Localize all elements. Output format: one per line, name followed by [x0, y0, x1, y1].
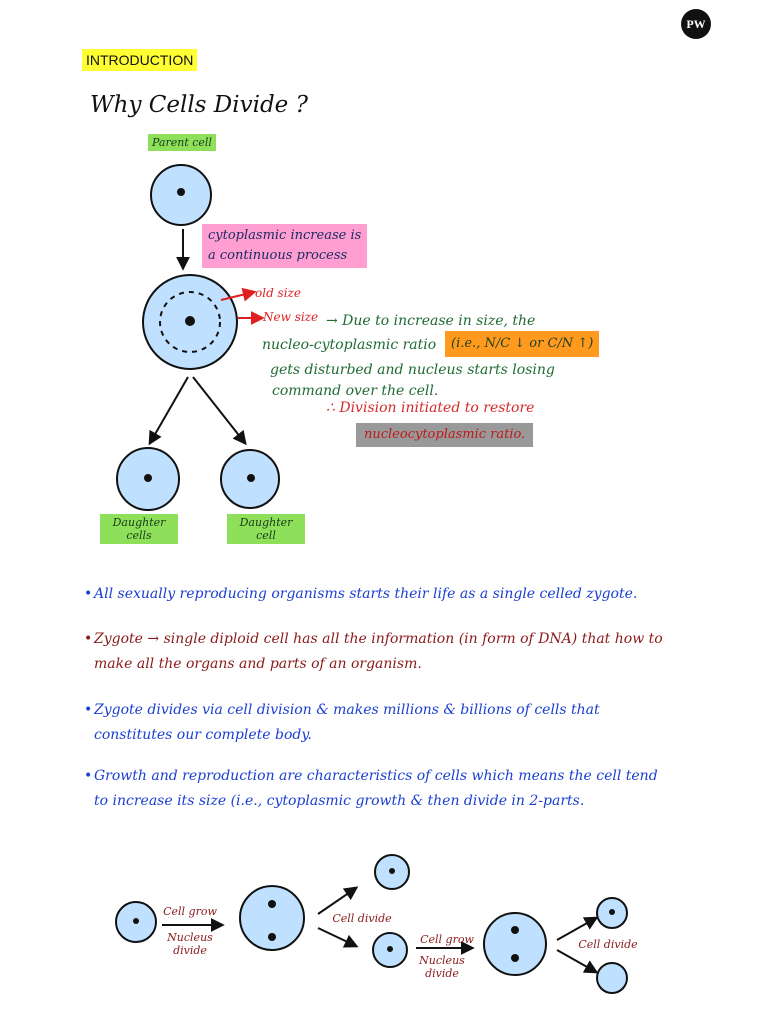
bullet-dot: • [84, 702, 93, 718]
bullet-text: All sexually reproducing organisms start… [94, 586, 638, 602]
bullet-dot: • [84, 586, 93, 602]
ratio-text-line-1: → Due to increase in size, the [326, 313, 536, 329]
flow-cell-3b [372, 932, 408, 968]
bullet-growth-reproduction: • Growth and reproduction are characteri… [84, 764, 674, 814]
nucleus-divide-label-2: Nucleus divide [419, 954, 465, 980]
cell-grow-label-1: Cell grow [163, 905, 217, 918]
cell-grow-label-2: Cell grow [420, 933, 474, 946]
ratio-text-line-2: nucleo-cytoplasmic ratio [262, 337, 437, 353]
flow-cell-2 [239, 885, 305, 951]
flow-arrow-divide-down-1 [317, 927, 359, 948]
bullet-zygote-divides: • Zygote divides via cell division & mak… [84, 698, 654, 748]
cytoplasmic-note-line-1: cytoplasmic increase is [208, 228, 362, 243]
flow-arrow-divide-down-2 [556, 949, 599, 974]
cytoplasmic-note-line-2: a continuous process [208, 248, 348, 263]
flow-cell-1 [115, 901, 157, 943]
bullet-zygote-start: • All sexually reproducing organisms sta… [84, 582, 654, 607]
cell-divide-label-1: Cell divide [332, 912, 392, 925]
cytoplasmic-note: cytoplasmic increase is a continuous pro… [202, 224, 368, 268]
grown-cell [142, 274, 238, 370]
bullet-zygote-dna: • Zygote → single diploid cell has all t… [84, 627, 664, 677]
ratio-formula-highlight: (i.e., N/C ↓ or C/N ↑) [445, 331, 600, 357]
flow-cell-4 [483, 912, 547, 976]
restore-ratio-highlight: nucleocytoplasmic ratio. [356, 423, 534, 447]
flow-cell-3a [374, 854, 410, 890]
division-note: ∴ Division initiated to restore [326, 400, 535, 416]
parent-nucleus [177, 188, 185, 196]
split-arrow-left [148, 376, 189, 446]
grown-nucleus [185, 316, 195, 326]
split-arrow-right [192, 376, 247, 446]
daughter-cell-right [220, 449, 280, 509]
flow-cell-5a [596, 897, 628, 929]
flow-arrow-divide-up-1 [317, 886, 359, 915]
daughter-cell-label: Daughter cell [227, 514, 305, 544]
pw-logo: PW [681, 9, 711, 39]
new-size-label: New size [263, 310, 319, 324]
flow-arrow-divide-up-2 [556, 916, 599, 941]
bullet-dot: • [84, 768, 93, 784]
flow-cell-5b [596, 962, 628, 994]
daughter-cells-label: Daughter cells [100, 514, 178, 544]
bullet-dot: • [84, 631, 93, 647]
parent-cell-label: Parent cell [148, 134, 216, 151]
page-title: Why Cells Divide ? [90, 92, 308, 118]
nucleus-divide-label-1: Nucleus divide [167, 931, 213, 957]
section-label: INTRODUCTION [82, 49, 198, 71]
bullet-text: Growth and reproduction are characterist… [94, 768, 658, 809]
cell-divide-label-2: Cell divide [578, 938, 638, 951]
bullet-text: Zygote divides via cell division & makes… [94, 702, 600, 743]
old-size-arrow [220, 287, 257, 302]
ratio-text-line-3: gets disturbed and nucleus starts losing [270, 362, 555, 378]
old-size-label: old size [255, 286, 301, 300]
daughter-cell-left [116, 447, 180, 511]
bullet-text: Zygote → single diploid cell has all the… [94, 631, 663, 672]
old-size-ring [159, 291, 221, 353]
parent-cell [150, 164, 212, 226]
ratio-text-line-4: command over the cell. [272, 383, 439, 399]
